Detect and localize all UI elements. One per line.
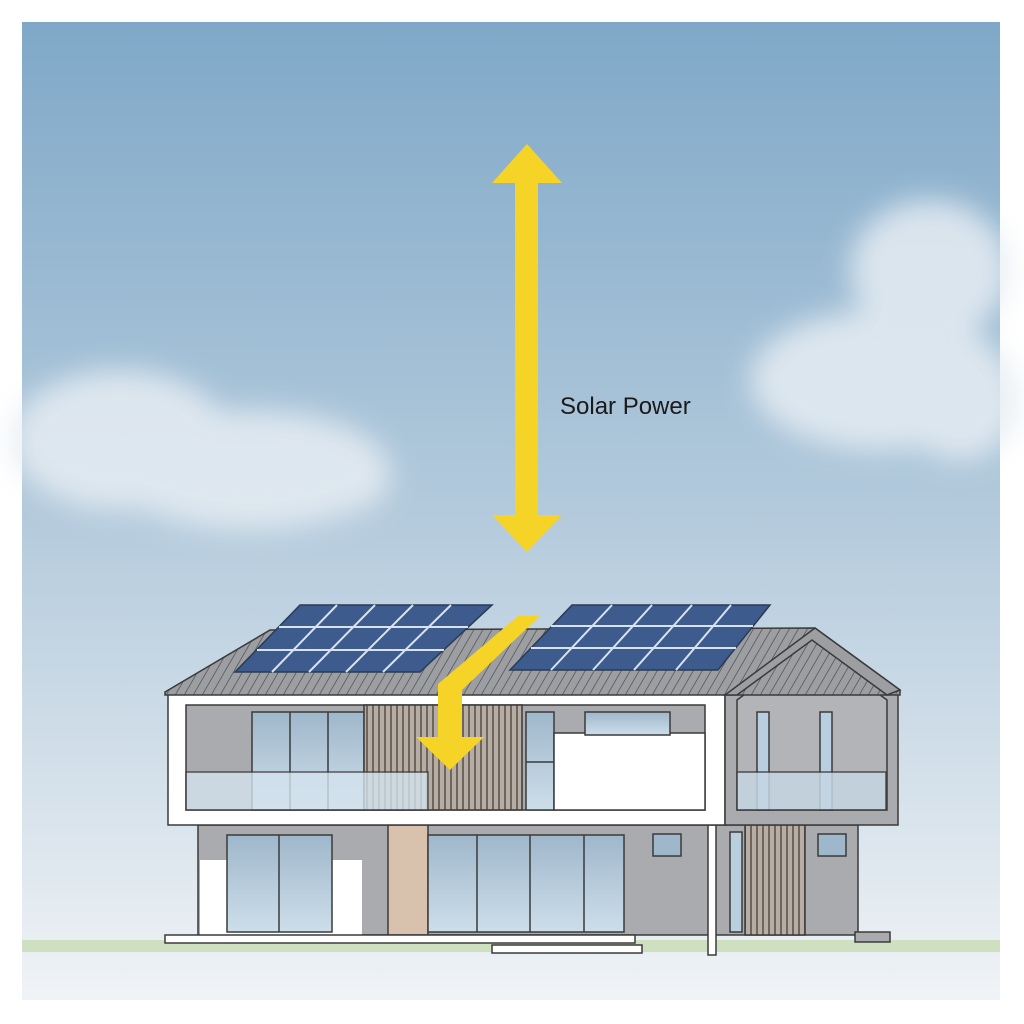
solar-panel-array-left [233,604,494,673]
solar-power-label: Solar Power [560,393,691,420]
solar-panel-array-right [508,604,772,671]
solar-power-double-arrow-icon [492,144,562,552]
clouds [10,200,1020,530]
house [164,627,902,956]
energy-flow-arrow-icon [416,616,540,770]
